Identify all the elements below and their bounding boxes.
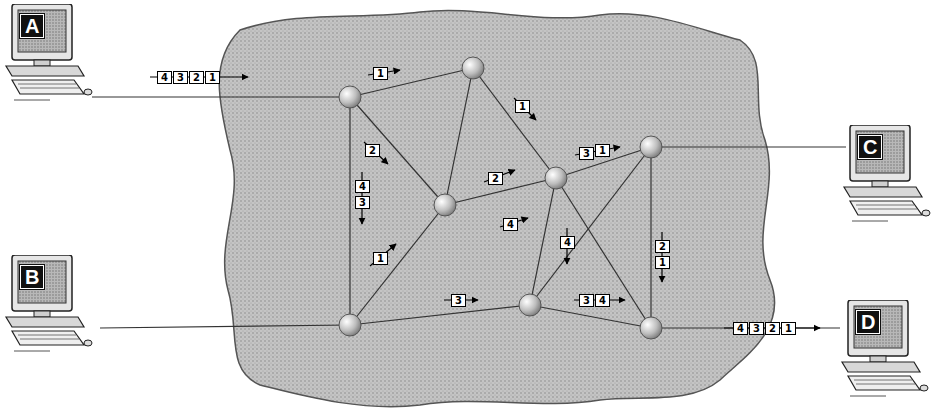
network-links — [92, 68, 846, 328]
packet-box: 3 — [173, 71, 188, 84]
packet-number: 4 — [359, 181, 366, 192]
packet-box: 3 — [579, 294, 594, 307]
packet-box: 3 — [355, 196, 370, 209]
packet-box: 1 — [655, 256, 670, 269]
packet-number: 2 — [369, 145, 376, 156]
packet-box: 1 — [515, 100, 530, 113]
packet-number: 4 — [507, 219, 514, 230]
packet-number: 1 — [519, 101, 526, 112]
packet-box: 4 — [503, 218, 518, 231]
packet-number: 2 — [492, 173, 499, 184]
packet-box: 1 — [373, 67, 388, 80]
packet-number: 1 — [599, 145, 606, 156]
packet-number: 2 — [659, 241, 666, 252]
computer-letter: C — [863, 136, 877, 158]
packet-number: 3 — [455, 295, 462, 306]
packet-box: 4 — [355, 180, 370, 193]
computer-label: C — [858, 135, 882, 159]
packet-number: 3 — [583, 148, 590, 159]
packet-number: 3 — [359, 197, 366, 208]
computer-letter: D — [861, 311, 875, 333]
packet-arrows — [150, 70, 820, 328]
router-nodes — [339, 57, 662, 339]
packet-number: 4 — [737, 323, 744, 334]
packet-number: 2 — [769, 323, 776, 334]
packet-box: 1 — [781, 322, 796, 335]
computer-label: D — [856, 310, 880, 334]
network-cloud — [219, 10, 774, 406]
packet-box: 2 — [365, 144, 380, 157]
packet-box: 2 — [765, 322, 780, 335]
packet-box: 4 — [733, 322, 748, 335]
packet-number: 1 — [377, 253, 384, 264]
packet-box: 3 — [451, 294, 466, 307]
packet-number: 1 — [377, 68, 384, 79]
packet-number: 3 — [177, 72, 184, 83]
packet-box: 4 — [157, 71, 172, 84]
packet-box: 1 — [373, 252, 388, 265]
computer-letter: B — [25, 266, 39, 288]
packet-number: 4 — [599, 295, 606, 306]
packet-box: 4 — [560, 236, 575, 249]
packet-number: 3 — [753, 323, 760, 334]
computer-letter: A — [25, 15, 39, 37]
packet-box: 1 — [205, 71, 220, 84]
packet-box: 3 — [749, 322, 764, 335]
packet-number: 2 — [193, 72, 200, 83]
packet-number: 3 — [583, 295, 590, 306]
packet-box: 1 — [595, 144, 610, 157]
packet-number: 1 — [209, 72, 216, 83]
packet-number: 4 — [564, 237, 571, 248]
packet-box: 2 — [655, 240, 670, 253]
packet-box: 3 — [579, 147, 594, 160]
computer-icons — [6, 4, 930, 396]
packet-number: 1 — [659, 257, 666, 268]
packet-box: 2 — [488, 172, 503, 185]
packet-number: 1 — [785, 323, 792, 334]
packet-number: 4 — [161, 72, 168, 83]
packet-box: 2 — [189, 71, 204, 84]
computer-label: A — [20, 14, 44, 38]
computer-label: B — [20, 265, 44, 289]
packet-box: 4 — [595, 294, 610, 307]
